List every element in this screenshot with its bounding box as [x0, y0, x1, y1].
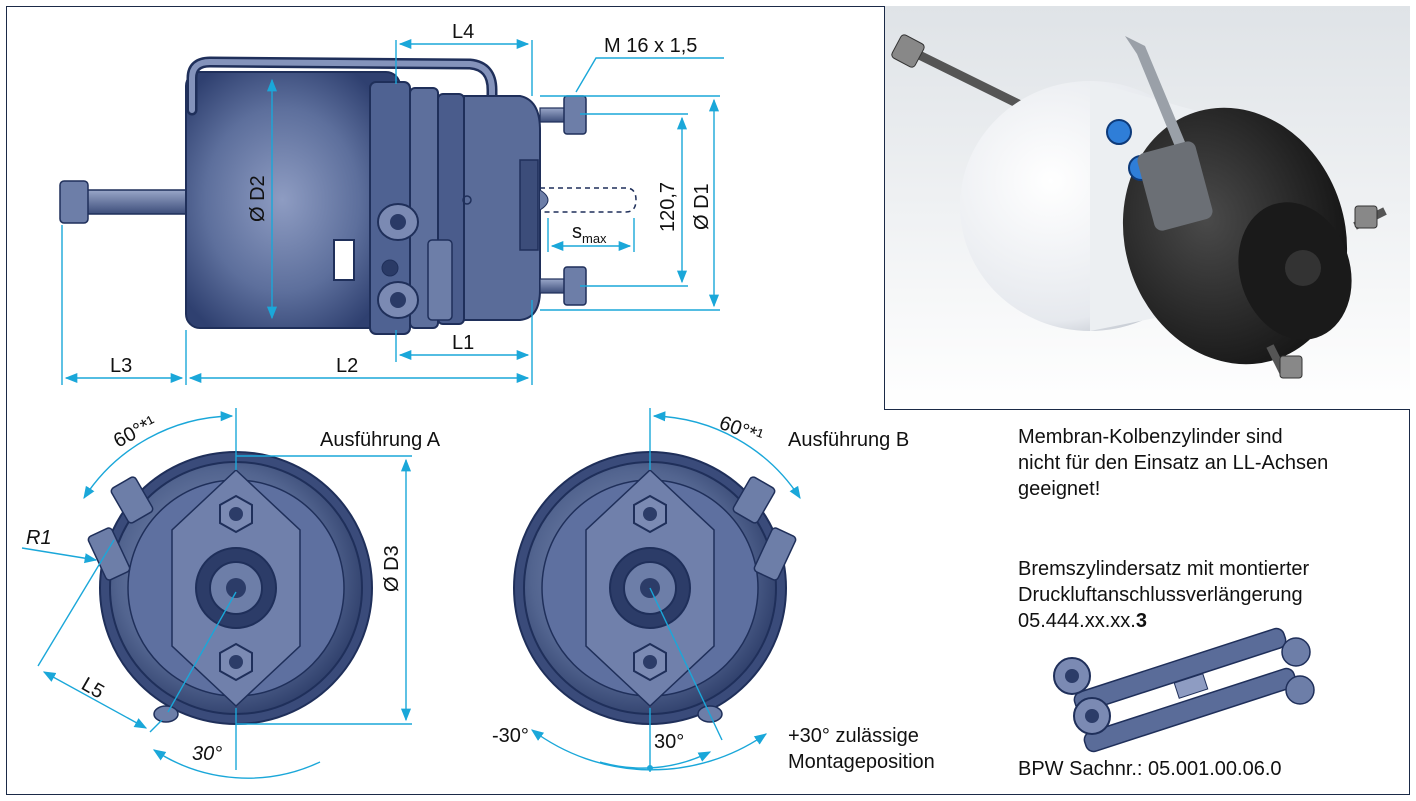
variant-a-label: Ausführung A	[320, 429, 441, 451]
dim-d2: Ø D2	[247, 175, 269, 222]
dim-d3: Ø D3	[381, 545, 403, 592]
side-view: L3 L2 L1 L4 M 16 x 1,5 Ø D2 120,7 Ø D1 s…	[59, 21, 724, 385]
stroke-outline	[540, 187, 637, 213]
warning-line-2: nicht für den Einsatz an LL-Achsen	[1018, 452, 1329, 474]
dim-bolt-spacing: 120,7	[657, 182, 679, 232]
spring-chamber	[185, 71, 401, 329]
front-view-a: 60°*¹ Ausführung A Ø D3 R1 L5 30°	[21, 408, 441, 779]
kit-line-2: Druckluftanschlussverlängerung	[1018, 584, 1303, 606]
angle-a-30: 30°	[192, 743, 222, 765]
port-extension	[427, 239, 453, 321]
rod-nut	[59, 180, 89, 224]
angle-b-60: 60°*¹	[716, 412, 766, 448]
label-plate	[333, 239, 355, 281]
dim-l4: L4	[452, 21, 474, 43]
dim-smax: smax	[572, 221, 607, 246]
bpw-part-number: BPW Sachnr.: 05.001.00.06.0	[1018, 758, 1282, 780]
kit-line-1: Bremszylindersatz mit montierter	[1018, 558, 1310, 580]
dim-l5: L5	[78, 673, 108, 703]
kit-number: 05.444.xx.xx.3	[1018, 610, 1147, 632]
dim-l3: L3	[110, 355, 132, 377]
warning-line-1: Membran-Kolbenzylinder sind	[1018, 426, 1283, 448]
variant-b-label: Ausführung B	[788, 429, 909, 451]
kit-illustration	[1053, 627, 1315, 753]
dim-r1: R1	[26, 527, 52, 549]
front-view-b: 60°*¹ Ausführung B -30° 30° +30° zulässi…	[492, 408, 935, 773]
mounting-position-label: Montageposition	[788, 751, 935, 773]
dim-d1: Ø D1	[691, 183, 713, 230]
warning-note: Membran-Kolbenzylinder sind nicht für de…	[1018, 424, 1328, 502]
kit-note: Bremszylindersatz mit montierter Drucklu…	[1018, 556, 1309, 634]
angle-b-minus30: -30°	[492, 725, 529, 747]
dim-l2: L2	[336, 355, 358, 377]
warning-line-3: geeignet!	[1018, 478, 1101, 500]
angle-b-plus30: +30° zulässige	[788, 725, 919, 747]
product-photo	[884, 6, 1410, 410]
angle-b-30: 30°	[654, 731, 684, 753]
thread-label: M 16 x 1,5	[604, 35, 697, 57]
guard-bar	[189, 58, 495, 121]
dim-l1: L1	[452, 332, 474, 354]
